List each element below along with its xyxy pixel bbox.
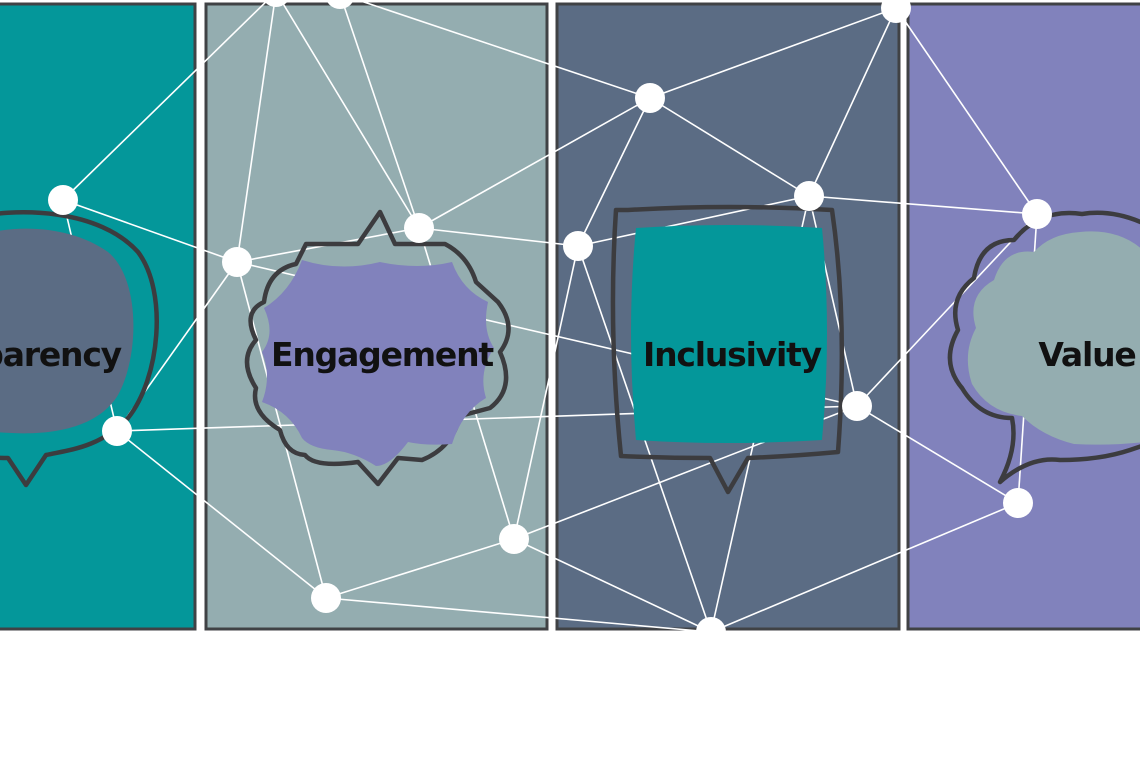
network-edge <box>513 538 712 633</box>
network-edge <box>577 97 651 247</box>
network-node <box>635 83 665 113</box>
network-edge <box>856 405 1019 504</box>
network-node <box>794 181 824 211</box>
network-node <box>222 247 252 277</box>
transparency-bubble-fill <box>0 228 134 434</box>
network-node <box>1022 199 1052 229</box>
network-node <box>326 0 354 9</box>
value-label: Value <box>1038 335 1135 374</box>
network-node <box>48 185 78 215</box>
inclusivity-bubble-fill <box>631 225 827 443</box>
network-nodes <box>48 0 1052 647</box>
network-edge <box>325 597 712 633</box>
network-edge <box>355 0 651 99</box>
network-edge <box>418 227 579 247</box>
network-node <box>102 416 132 446</box>
network-node <box>1003 488 1033 518</box>
inclusivity-bubble <box>610 204 845 495</box>
network-edge <box>116 430 327 599</box>
network-node <box>404 213 434 243</box>
network-node <box>499 524 529 554</box>
network-edge <box>62 199 238 263</box>
network-edge <box>710 502 1019 633</box>
network-edge <box>649 97 810 197</box>
network-node <box>696 617 726 647</box>
transparency-bubble <box>0 210 159 488</box>
transparency-label: Transparency <box>0 335 122 374</box>
network-edge <box>856 213 1038 407</box>
inclusivity-bubble-outline <box>610 204 845 495</box>
network-edge <box>418 97 651 229</box>
engagement-bubble-outline <box>244 209 511 487</box>
bubble-labels: Transparency Engagement Inclusivity Valu… <box>0 335 1137 374</box>
network-node <box>311 583 341 613</box>
network-node <box>881 0 911 23</box>
network-node <box>563 231 593 261</box>
network-node <box>263 0 289 7</box>
network-edge <box>513 245 579 540</box>
network-edge <box>649 7 897 99</box>
network-edge <box>808 7 897 197</box>
network-edge <box>236 0 276 263</box>
engagement-bubble <box>244 209 511 487</box>
value-bubble-fill <box>967 231 1140 445</box>
engagement-label: Engagement <box>271 335 494 374</box>
network-edges <box>62 0 1038 633</box>
network-edge <box>895 7 1038 215</box>
network-edge <box>808 195 1038 215</box>
panel-backgrounds <box>0 2 1140 631</box>
network-edge <box>325 538 515 599</box>
network-edge <box>279 0 420 229</box>
network-node <box>842 391 872 421</box>
network-edge <box>341 0 420 229</box>
engagement-bubble-fill <box>262 260 494 466</box>
transparency-bubble-outline <box>0 210 159 488</box>
inclusivity-label: Inclusivity <box>643 335 822 374</box>
network-edge <box>62 0 269 201</box>
